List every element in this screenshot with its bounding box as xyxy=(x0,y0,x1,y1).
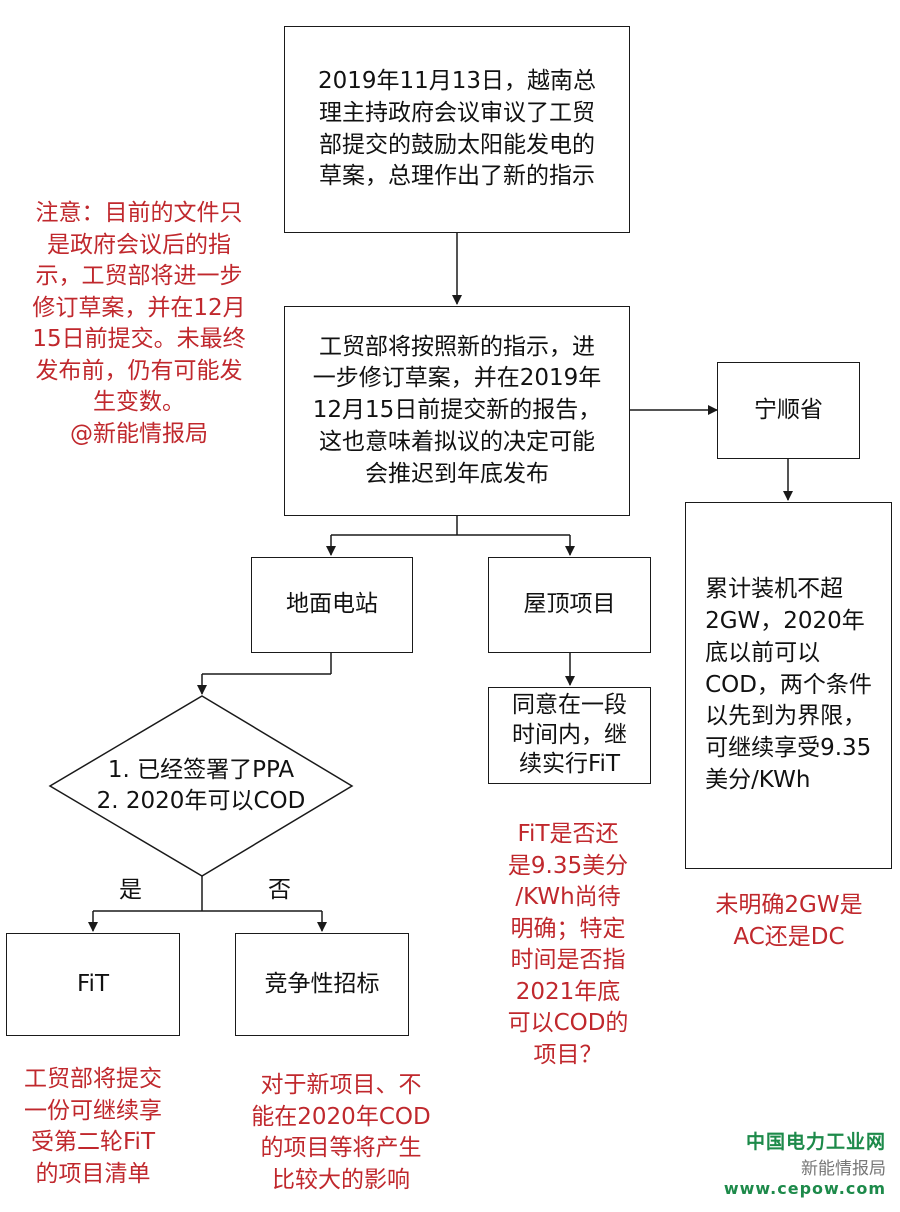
node-ground-station: 地面电站 xyxy=(251,557,413,653)
node-fit: FiT xyxy=(6,933,180,1036)
node-top-announcement: 2019年11月13日，越南总 理主持政府会议审议了工贸 部提交的鼓励太阳能发电… xyxy=(284,26,630,233)
node-province-text: 宁顺省 xyxy=(754,396,823,423)
node-province: 宁顺省 xyxy=(717,362,860,459)
watermark-line2: 新能情报局 xyxy=(801,1159,886,1179)
note-rooftop-question: FiT是否还 是9.35美分 /KWh尚待 明确；特定 时间是否指 2021年底… xyxy=(507,821,629,1068)
node-tender: 竞争性招标 xyxy=(235,933,409,1036)
watermark: 中国电力工业网 新能情报局 www.cepow.com xyxy=(724,1127,886,1198)
node-tender-text: 竞争性招标 xyxy=(264,970,380,997)
watermark-line3: www.cepow.com xyxy=(723,1179,886,1198)
node-province-detail: 累计装机不超 2GW，2020年 底以前可以 COD，两个条件 以先到为界限， … xyxy=(685,502,892,869)
note-province-question: 未明确2GW是 AC还是DC xyxy=(715,892,863,950)
node-revise-text: 工贸部将按照新的指示，进 一步修订草案，并在2019年 12月15日前提交新的报… xyxy=(312,333,602,487)
condition-text: 1. 已经签署了PPA 2. 2020年可以COD xyxy=(96,757,306,815)
note-left-warning: 注意：目前的文件只 是政府会议后的指 示，工贸部将进一步 修订草案，并在12月 … xyxy=(32,200,246,447)
node-rooftop-detail-text: 同意在一段 时间内，继 续实行FiT xyxy=(512,691,627,778)
node-revise-draft: 工贸部将按照新的指示，进 一步修订草案，并在2019年 12月15日前提交新的报… xyxy=(284,306,630,516)
watermark-line1: 中国电力工业网 xyxy=(745,1131,886,1153)
node-province-detail-text: 累计装机不超 2GW，2020年 底以前可以 COD，两个条件 以先到为界限， … xyxy=(705,576,872,793)
node-rooftop-text: 屋顶项目 xyxy=(523,591,616,618)
node-rooftop-detail: 同意在一段 时间内，继 续实行FiT xyxy=(488,687,651,784)
note-fit-list: 工贸部将提交 一份可继续享 受第二轮FiT 的项目清单 xyxy=(24,1066,162,1187)
branch-label-no: 否 xyxy=(268,877,291,903)
node-ground-text: 地面电站 xyxy=(286,591,378,618)
node-top-text: 2019年11月13日，越南总 理主持政府会议审议了工贸 部提交的鼓励太阳能发电… xyxy=(317,68,597,190)
node-fit-text: FiT xyxy=(77,970,109,997)
note-tender-impact: 对于新项目、不 能在2020年COD 的项目等将产生 比较大的影响 xyxy=(251,1072,431,1193)
node-rooftop: 屋顶项目 xyxy=(488,557,651,653)
branch-label-yes: 是 xyxy=(119,877,142,903)
